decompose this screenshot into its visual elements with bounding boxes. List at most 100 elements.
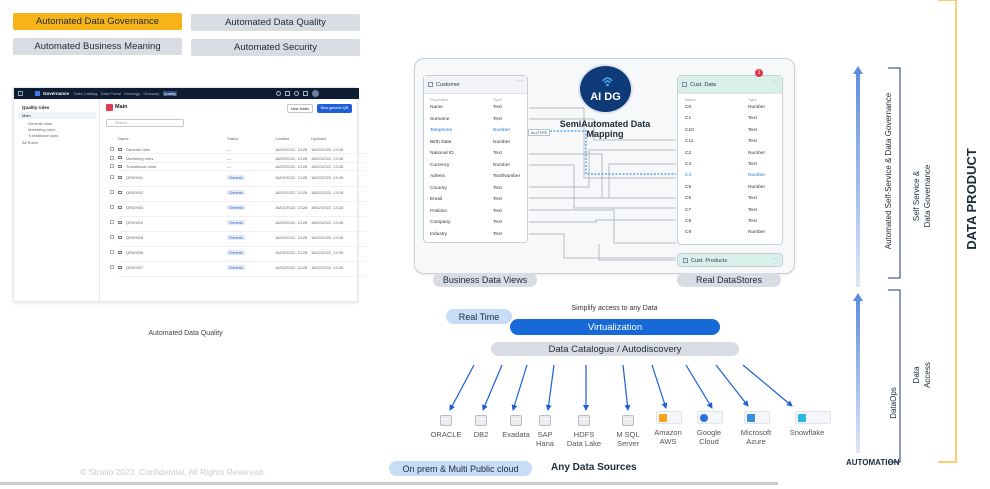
new-generic-qr-button[interactable]: New generic QR <box>317 104 352 113</box>
cell-created: 18/02/2022, 13:28 <box>275 155 308 161</box>
customer-type: Text <box>493 116 502 122</box>
column-header-status[interactable]: Status <box>227 136 239 141</box>
any-data-sources-label: Any Data Sources <box>551 462 637 473</box>
cell-name: QR00001 <box>126 175 144 180</box>
help-icon[interactable] <box>285 91 290 96</box>
rule-icon <box>118 175 122 179</box>
ai-dg-badge: AI DG <box>578 64 633 114</box>
cell-status: — <box>227 147 231 152</box>
search-icon[interactable] <box>276 91 281 96</box>
checkbox[interactable] <box>110 175 114 179</box>
data-product-bracket <box>938 0 957 463</box>
customer-menu-icon[interactable]: ··· <box>517 78 523 84</box>
cell-status: Generic <box>227 175 246 180</box>
sidebar-item-marketing-rules[interactable]: Marketing rules <box>28 127 56 132</box>
cust-data-type: Number <box>748 173 766 179</box>
checkbox[interactable] <box>110 205 114 209</box>
real-time-pill: Real Time <box>446 309 512 324</box>
tag-automated-business-meaning: Automated Business Meaning <box>13 38 182 55</box>
column-header-created[interactable]: Created <box>275 136 290 141</box>
cell-status: — <box>227 164 231 169</box>
business-data-views-tab: Business Data Views <box>433 273 537 287</box>
customer-property: Currency <box>430 162 450 168</box>
cust-data-name: C7 <box>685 207 692 213</box>
checkbox[interactable] <box>110 250 114 254</box>
source-label: Amazon AWS <box>654 428 682 446</box>
real-datastores-tab: Real DataStores <box>677 273 781 287</box>
alltype-link-label: ALLTYPE <box>528 129 551 136</box>
cell-updated: 18/02/2022, 13:28 <box>311 175 344 180</box>
panel-title: Main <box>115 104 128 110</box>
cust-data-type: Text <box>748 219 757 224</box>
bell-icon[interactable] <box>294 91 299 96</box>
sap-hana-icon <box>539 415 551 426</box>
app-name: Governance <box>43 90 70 96</box>
cell-updated: 18/02/2022, 13:28 <box>311 235 344 240</box>
cell-name: QR00007 <box>126 265 144 270</box>
sidebar-item-general-rules[interactable]: General rules <box>28 121 53 126</box>
copyright-text: © Stratio 2023. Confidential, All Rights… <box>80 467 266 477</box>
sidebar-item-main[interactable]: Main <box>18 112 96 119</box>
cust-data-type: Text <box>748 162 757 167</box>
cust-data-menu-icon[interactable]: ··· <box>772 79 778 85</box>
checkbox[interactable] <box>110 235 114 239</box>
cust-products-menu-icon[interactable]: ··· <box>772 256 778 262</box>
source-arrows <box>449 364 793 411</box>
sidebar-item-transitional-rules[interactable]: Transitional rules <box>28 133 59 138</box>
cust-data-type: Text <box>748 139 757 145</box>
on-prem-pill: On prem & Multi Public cloud <box>389 461 532 476</box>
cell-updated: 18/02/2022, 13:28 <box>311 164 344 169</box>
customer-type: Text <box>493 105 502 110</box>
search-input[interactable]: Search <box>106 119 184 127</box>
new-folder-button[interactable]: New folder <box>287 104 313 113</box>
mssql-icon <box>622 415 634 426</box>
nav-item[interactable]: Glossary <box>143 91 160 96</box>
cust-products-card[interactable]: Cust. Products ··· <box>677 253 783 267</box>
column-header-updated[interactable]: Updated <box>311 136 327 141</box>
table-icon <box>683 258 688 263</box>
checkbox[interactable] <box>110 147 114 151</box>
cell-updated: 18/02/2022, 13:28 <box>311 220 344 225</box>
settings-icon[interactable] <box>303 91 308 96</box>
sidebar-item-all-rules[interactable]: All Rules <box>22 140 38 145</box>
nav-item[interactable]: Ontology <box>124 91 141 96</box>
checkbox[interactable] <box>110 190 114 194</box>
highlight-mapping-line <box>529 130 676 175</box>
rule-icon <box>118 235 122 239</box>
cell-created: 18/02/2022, 13:28 <box>275 175 308 180</box>
quality-sidebar: Quality rules Main General rules Marketi… <box>14 99 100 303</box>
cell-status: Generic <box>227 220 246 225</box>
checkbox[interactable] <box>110 155 114 160</box>
source-label: Exadata <box>502 430 530 439</box>
nav-item-active[interactable]: Quality <box>162 91 177 96</box>
checkbox[interactable] <box>110 265 114 269</box>
cell-created: 18/02/2022, 13:28 <box>275 164 308 169</box>
checkbox[interactable] <box>110 220 114 224</box>
table-icon <box>682 82 687 87</box>
customer-col-type: Type <box>493 97 502 102</box>
quality-app-screenshot: Governance Data Catalog Data Portal Onto… <box>13 87 366 303</box>
azure-icon <box>744 411 770 424</box>
app-nav: Data Catalog Data Portal Ontology Glossa… <box>74 91 177 96</box>
avatar[interactable] <box>312 90 319 97</box>
nav-item[interactable]: Data Catalog <box>74 91 98 96</box>
mapping-connectors <box>529 107 676 261</box>
column-header-name[interactable]: Name <box>118 136 129 141</box>
cust-data-name: C4 <box>685 173 692 179</box>
checkbox[interactable] <box>110 164 114 168</box>
amazon-aws-icon <box>656 411 682 424</box>
nav-item[interactable]: Data Portal <box>100 91 121 96</box>
cell-name: QR00004 <box>126 220 144 225</box>
